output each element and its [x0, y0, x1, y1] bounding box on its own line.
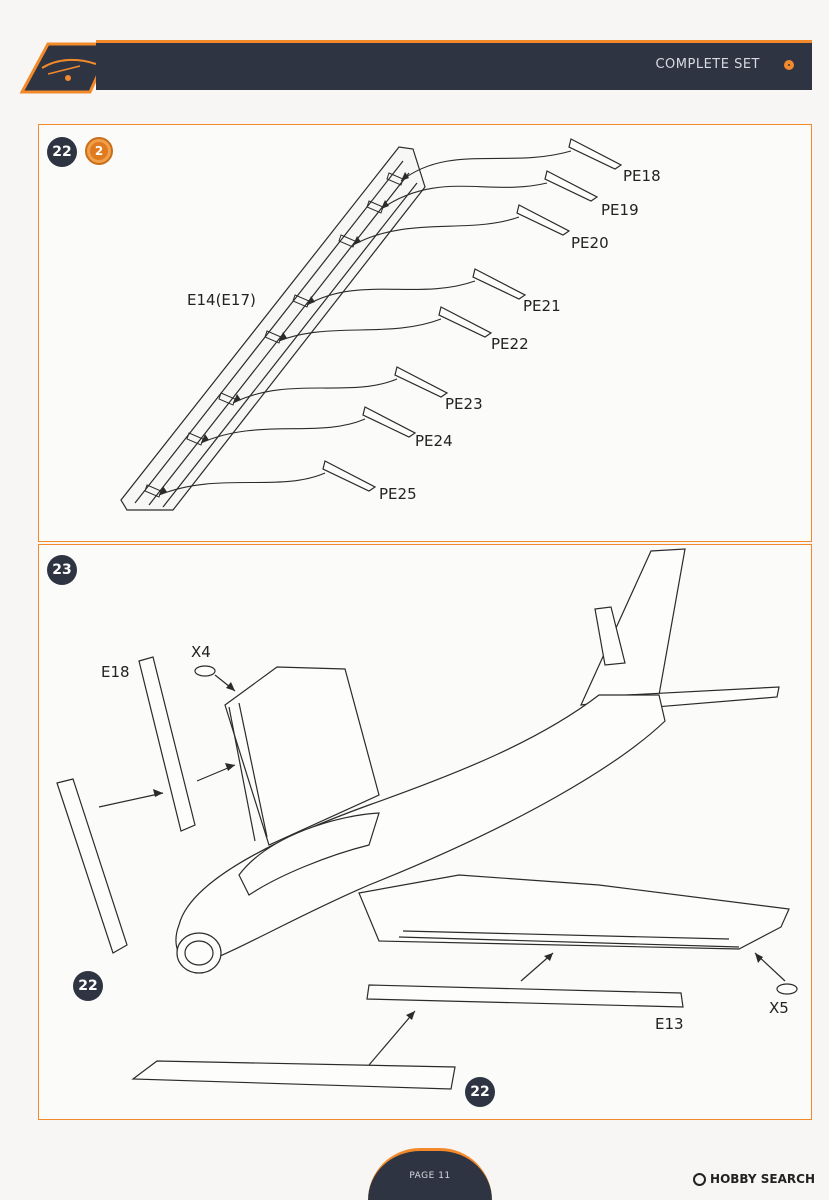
watermark: HOBBY SEARCH — [693, 1172, 815, 1186]
quantity-badge: 2 — [85, 137, 113, 165]
step-23-drawing — [56, 548, 798, 1090]
slat-e14-part — [120, 146, 426, 511]
step-number-badge: 22 — [47, 137, 77, 167]
step-22-drawing — [120, 138, 623, 511]
reference-step-badge-left: 22 — [73, 971, 103, 1001]
label-pe23: PE23 — [445, 395, 483, 413]
label-e13: E13 — [655, 1015, 684, 1033]
part-e18 — [138, 656, 196, 832]
near-wing — [358, 874, 790, 950]
page-header-title: COMPLETE SET — [655, 57, 760, 72]
label-e18: E18 — [101, 663, 130, 681]
label-x5: X5 — [769, 999, 789, 1017]
label-pe18: PE18 — [623, 167, 661, 185]
tail-fin — [580, 548, 686, 706]
label-e14: E14(E17) — [187, 291, 256, 309]
part-slat-22-bottom — [131, 1060, 456, 1090]
header-dot-icon — [784, 60, 794, 70]
step-23-panel: 23 22 22 — [38, 544, 812, 1120]
far-wing — [224, 666, 380, 846]
watermark-logo-icon — [693, 1172, 707, 1186]
part-e13 — [366, 984, 684, 1008]
label-pe19: PE19 — [601, 201, 639, 219]
watermark-text: HOBBY SEARCH — [710, 1172, 815, 1186]
page-number: PAGE 11 — [409, 1171, 451, 1181]
part-slat-22 — [56, 778, 128, 954]
page-tab: PAGE 11 — [368, 1148, 492, 1200]
header-bar: COMPLETE SET — [96, 40, 812, 90]
step-number-badge: 23 — [47, 555, 77, 585]
label-x4: X4 — [191, 643, 211, 661]
reference-step-badge-bottom: 22 — [465, 1077, 495, 1107]
label-pe22: PE22 — [491, 335, 529, 353]
quantity-value: 2 — [90, 142, 108, 160]
label-pe25: PE25 — [379, 485, 417, 503]
label-pe24: PE24 — [415, 432, 453, 450]
label-pe20: PE20 — [571, 234, 609, 252]
label-pe21: PE21 — [523, 297, 561, 315]
step-22-panel: 22 2 — [38, 124, 812, 542]
